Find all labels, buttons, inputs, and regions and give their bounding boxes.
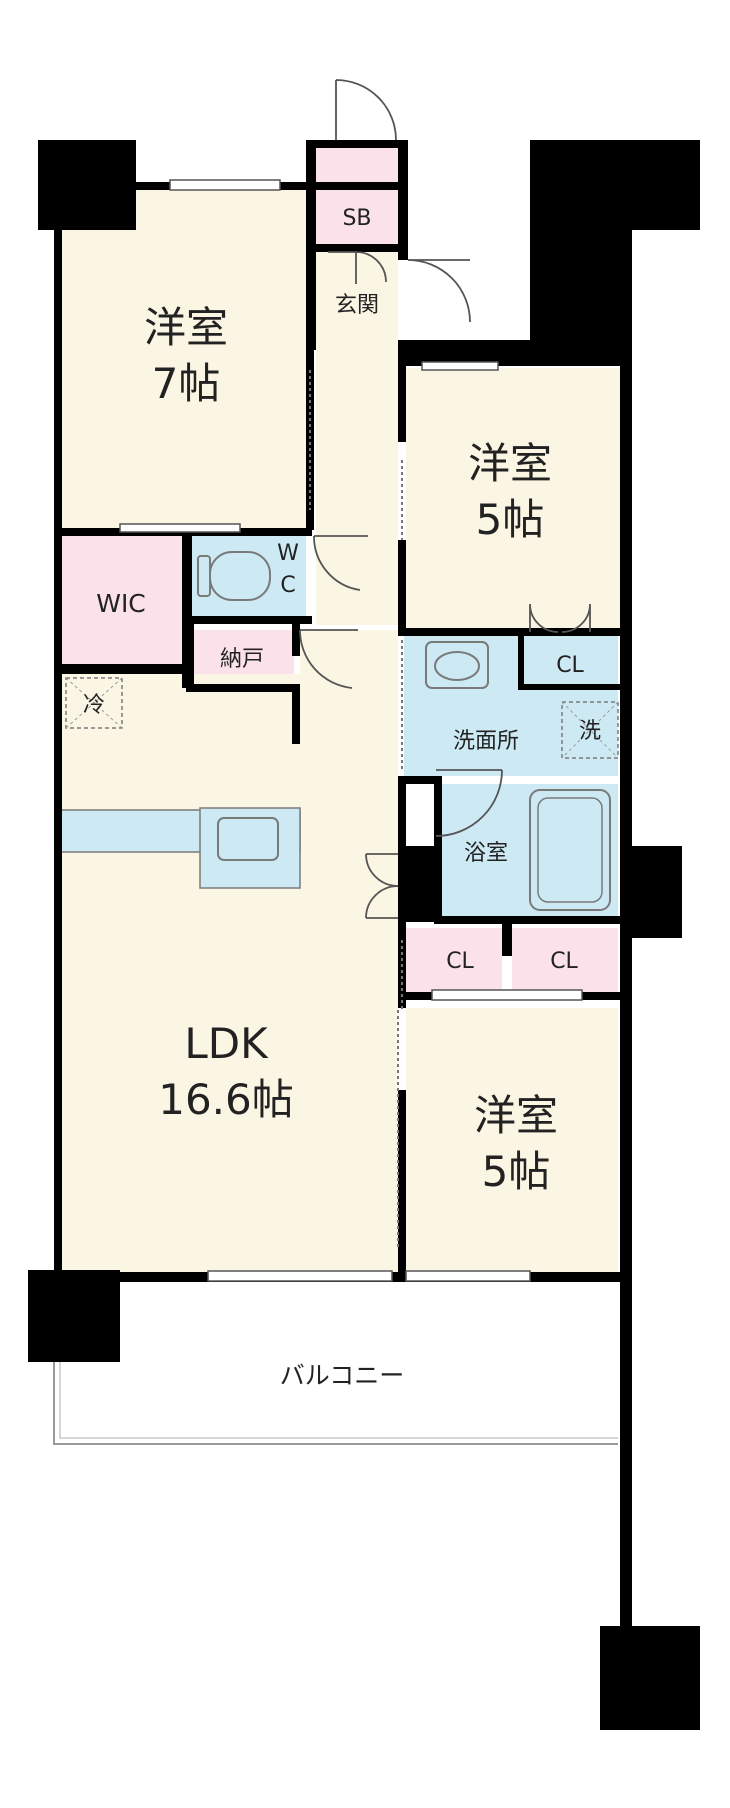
fridge-label: 冷	[83, 693, 105, 718]
fridge-space	[65, 677, 123, 729]
bedroom-5-lower-floor	[406, 1008, 618, 1272]
bedroom-7-floor	[60, 190, 312, 530]
ldk-floor	[60, 674, 398, 1272]
storeroom-label: 納戸	[220, 647, 264, 672]
bedroom-7-name: 洋室	[144, 303, 228, 352]
bedroom-5-upper-size: 5帖	[476, 495, 545, 544]
entrance-label: 玄関	[335, 293, 379, 318]
closet-left-label: CL	[446, 949, 474, 974]
bathtub	[529, 789, 611, 911]
shoebox-floor	[316, 190, 398, 244]
wic-label: WIC	[96, 589, 146, 618]
balcony-railing	[53, 1360, 618, 1445]
toilet-label-c: C	[280, 573, 295, 598]
kitchen-sink	[217, 817, 279, 861]
laundry-label: 洗	[579, 719, 601, 744]
walls	[28, 140, 700, 1730]
bedroom-5-upper-name: 洋室	[468, 439, 552, 488]
closet-right-floor	[512, 928, 618, 992]
bedroom-5-lower-name: 洋室	[474, 1091, 558, 1140]
hallway-floor	[316, 350, 398, 625]
entrance-floor	[316, 252, 398, 350]
bedroom-5-lower-size: 5帖	[482, 1147, 551, 1196]
bath-label: 浴室	[464, 841, 508, 866]
porch-storage-floor	[316, 148, 398, 182]
wic-floor	[60, 536, 182, 664]
toilet-tank	[197, 555, 211, 597]
sliding-partitions	[309, 370, 403, 1250]
toilet-bowl	[209, 551, 271, 601]
doors	[299, 79, 591, 919]
toilet-label-w: W	[277, 541, 299, 566]
shoebox-label: SB	[342, 206, 371, 231]
windows	[119, 179, 583, 1282]
laundry-space	[561, 701, 619, 759]
closet-right-label: CL	[550, 949, 578, 974]
ldk-upper-floor	[300, 630, 398, 680]
closet-left-floor	[404, 928, 502, 992]
balcony-floor	[52, 1284, 622, 1444]
bedroom-5-upper-floor	[406, 368, 620, 630]
closet-bedroom2-label: CL	[556, 653, 584, 678]
ldk-size: 16.6帖	[158, 1075, 294, 1124]
bedroom-7-size: 7帖	[152, 359, 221, 408]
ldk-name: LDK	[184, 1019, 269, 1068]
washroom-label: 洗面所	[453, 729, 519, 754]
balcony-label: バルコニー	[280, 1361, 405, 1390]
